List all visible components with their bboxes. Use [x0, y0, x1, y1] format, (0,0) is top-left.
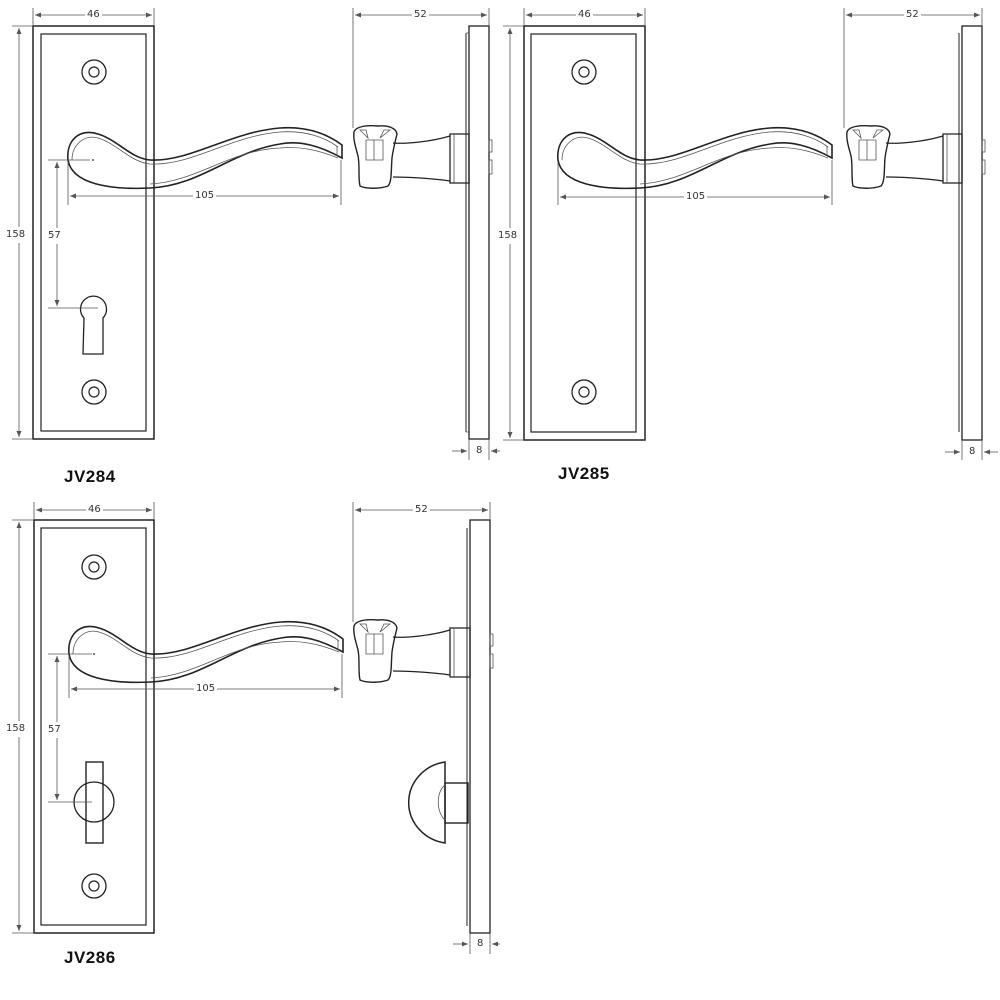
- model-label: JV284: [64, 467, 116, 486]
- side-profile-lever: [846, 124, 963, 189]
- drawing-jv284: 46 158 105 57 52 8 JV284: [0, 0, 500, 490]
- dim-centres: 57: [48, 722, 61, 738]
- dim-plate-thickness: 8: [967, 446, 978, 458]
- thumbturn-icon: [73, 761, 115, 844]
- dim-lever-length: 105: [194, 683, 218, 695]
- keyhole-icon: [79, 295, 108, 355]
- side-profile-plate: [958, 25, 986, 441]
- dimension-lines: [12, 502, 500, 954]
- backplate: [523, 25, 646, 441]
- dim-projection: 52: [413, 504, 430, 516]
- drawing-jv285: 46 158 105 52 8 JV285: [490, 0, 1000, 490]
- model-label: JV285: [558, 464, 610, 483]
- lever-handle: [557, 126, 833, 190]
- dim-backplate-height: 158: [498, 228, 518, 244]
- dim-centres: 57: [48, 228, 61, 244]
- dim-backplate-width: 46: [85, 9, 102, 21]
- dim-backplate-width: 46: [576, 9, 593, 21]
- dimension-lines: [503, 8, 998, 460]
- screw-hole-icon: [81, 554, 107, 899]
- dim-backplate-height: 158: [6, 721, 26, 737]
- lever-handle: [67, 126, 343, 190]
- side-profile-lever: [353, 124, 470, 189]
- dim-lever-length: 105: [193, 190, 217, 202]
- dimension-lines: [12, 8, 500, 460]
- screw-hole-icon: [81, 59, 107, 405]
- dim-plate-thickness: 8: [475, 938, 486, 950]
- dim-lever-length: 105: [684, 191, 708, 203]
- drawing-jv286: 46 158 105 57 52 8 JV286: [0, 490, 500, 1000]
- side-profile-plate: [466, 519, 494, 934]
- backplate: [33, 519, 155, 934]
- backplate: [32, 25, 155, 440]
- dim-projection: 52: [904, 9, 921, 21]
- side-profile-plate: [465, 25, 493, 440]
- side-profile-lever: [353, 618, 471, 683]
- screw-hole-icon: [571, 59, 597, 405]
- jv284-front-and-side-view: [12, 8, 500, 460]
- dim-backplate-height: 158: [6, 227, 26, 243]
- dim-backplate-width: 46: [86, 504, 103, 516]
- dim-projection: 52: [412, 9, 429, 21]
- thumbturn-side-profile: [408, 761, 469, 844]
- jv286-front-and-side-view: [12, 502, 500, 954]
- model-label: JV286: [64, 948, 116, 967]
- dim-plate-thickness: 8: [474, 445, 485, 457]
- jv285-front-and-side-view: [503, 8, 998, 460]
- lever-handle: [68, 620, 344, 684]
